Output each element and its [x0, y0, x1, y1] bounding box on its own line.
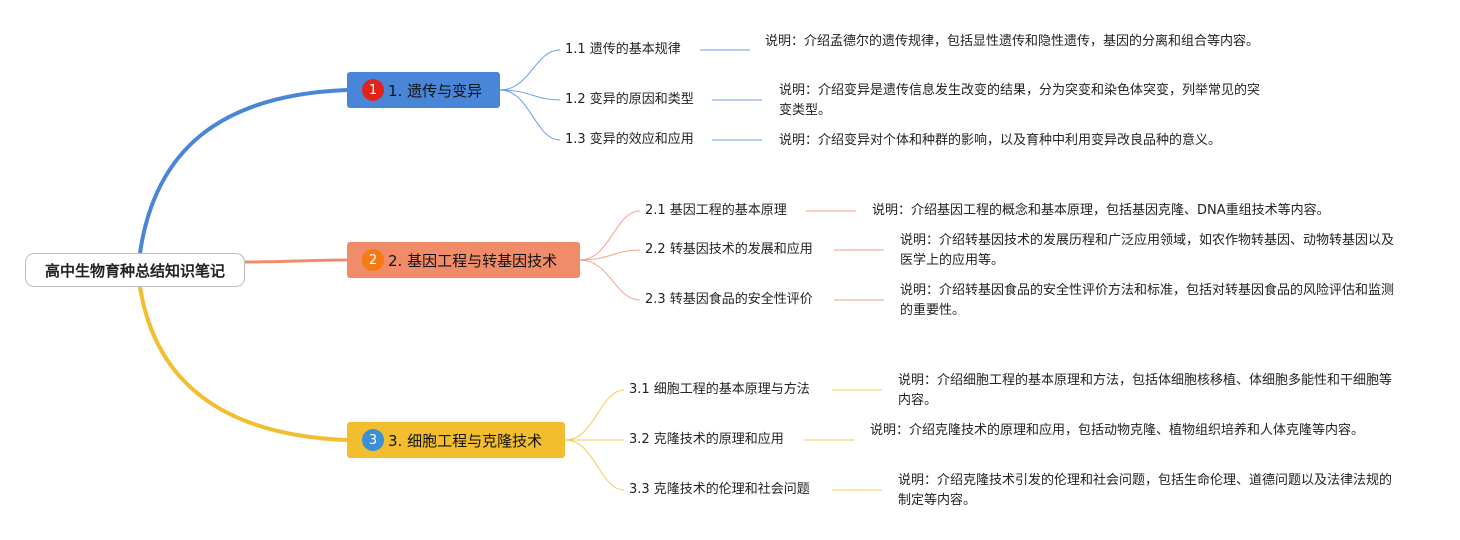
connector-root-branch-2: [244, 258, 348, 264]
connector-root-branch-1: [138, 88, 348, 254]
note-3-1: 说明：介绍细胞工程的基本原理和方法，包括体细胞核移植、体细胞多能性和干细胞等内容…: [898, 373, 1393, 408]
note-1-2: 说明：介绍变异是遗传信息发生改变的结果，分为突变和染色体突变，列举常见的突变类型…: [779, 83, 1261, 118]
connector-branch-1-leaf-3: [499, 89, 561, 141]
subtopic-2-2[interactable]: 2.2 转基因技术的发展和应用: [645, 242, 813, 257]
note-2-1: 说明：介绍基因工程的概念和基本原理，包括基因克隆、DNA重组技术等内容。: [872, 203, 1330, 218]
branch-topic-1[interactable]: 1 1. 遗传与变异: [347, 72, 500, 108]
subtopic-1-2[interactable]: 1.2 变异的原因和类型: [565, 92, 694, 107]
note-3-2: 说明：介绍克隆技术的原理和应用，包括动物克隆、植物组织培养和人体克隆等内容。: [870, 423, 1365, 438]
branch-topic-label: 2. 基因工程与转基因技术: [388, 251, 558, 270]
note-2-3: 说明：介绍转基因食品的安全性评价方法和标准，包括对转基因食品的风险评估和监测的重…: [900, 283, 1395, 318]
number-badge-icon: 3: [362, 429, 384, 451]
root-topic-label: 高中生物育种总结知识笔记: [44, 261, 225, 280]
connector-branch-2-leaf-3: [579, 259, 641, 301]
note-2-2: 说明：介绍转基因技术的发展历程和广泛应用领域，如农作物转基因、动物转基因以及医学…: [900, 233, 1395, 268]
branch-topic-3[interactable]: 3 3. 细胞工程与克隆技术: [347, 422, 565, 458]
subtopic-1-3[interactable]: 1.3 变异的效应和应用: [565, 132, 694, 147]
connector-branch-2-leaf-1: [579, 210, 641, 261]
connector-branch-3-leaf-1: [564, 389, 625, 441]
subtopic-3-3[interactable]: 3.3 克隆技术的伦理和社会问题: [629, 482, 810, 497]
note-1-1: 说明：介绍孟德尔的遗传规律，包括显性遗传和隐性遗传，基因的分离和组合等内容。: [765, 34, 1260, 49]
number-badge-icon: 2: [362, 249, 384, 271]
branch-topic-label: 3. 细胞工程与克隆技术: [388, 431, 543, 450]
subtopic-2-3[interactable]: 2.3 转基因食品的安全性评价: [645, 292, 813, 307]
connector-root-branch-3: [138, 286, 348, 442]
subtopic-1-1[interactable]: 1.1 遗传的基本规律: [565, 42, 681, 57]
note-3-3: 说明：介绍克隆技术引发的伦理和社会问题，包括生命伦理、道德问题以及法律法规的制定…: [898, 473, 1393, 508]
subtopic-2-1[interactable]: 2.1 基因工程的基本原理: [645, 203, 787, 218]
root-topic[interactable]: 高中生物育种总结知识笔记: [25, 253, 245, 287]
connector-branch-1-leaf-2: [499, 89, 561, 101]
number-badge-icon: 1: [362, 79, 384, 101]
subtopic-3-2[interactable]: 3.2 克隆技术的原理和应用: [629, 432, 784, 447]
connector-branch-3-leaf-3: [564, 439, 625, 491]
connector-branch-2-leaf-2: [579, 249, 641, 261]
note-1-3: 说明：介绍变异对个体和种群的影响，以及育种中利用变异改良品种的意义。: [779, 133, 1222, 148]
subtopic-3-1[interactable]: 3.1 细胞工程的基本原理与方法: [629, 382, 810, 397]
branch-topic-label: 1. 遗传与变异: [388, 81, 483, 100]
branch-topic-2[interactable]: 2 2. 基因工程与转基因技术: [347, 242, 580, 278]
connector-branch-1-leaf-1: [499, 49, 561, 91]
